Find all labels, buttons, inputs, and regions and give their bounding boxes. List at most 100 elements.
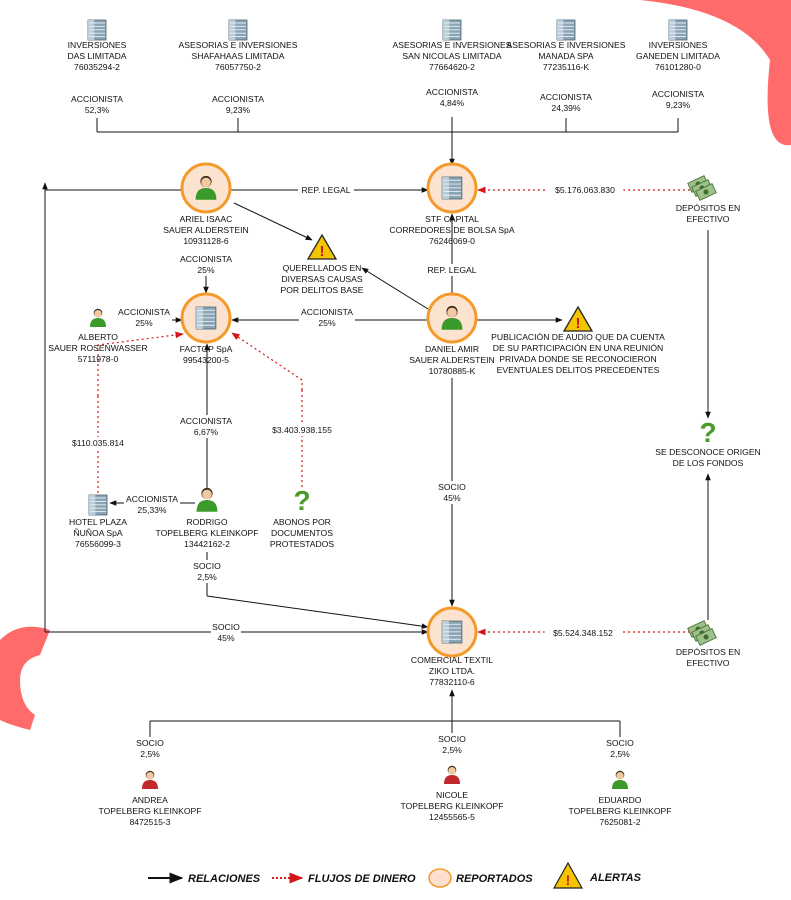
- person-icon: [441, 305, 463, 330]
- cash-icon: [687, 175, 717, 201]
- edge-label-text: 9,23%: [666, 100, 691, 110]
- node-label: 12455565-5: [429, 812, 475, 822]
- edge-label-text: 24,39%: [551, 103, 581, 113]
- node-label: SHAFAHAAS LIMITADA: [192, 51, 285, 61]
- legend: RELACIONES FLUJOS DE DINERO REPORTADOS !…: [148, 861, 642, 889]
- node-label: SE DESCONOCE ORIGEN: [655, 447, 761, 457]
- building-icon: [441, 176, 463, 200]
- person-icon: [90, 308, 106, 327]
- node-label: PUBLICACIÓN DE AUDIO QUE DA CUENTA: [491, 332, 665, 342]
- edge-label-rep-legal-daniel: REP. LEGAL: [424, 264, 480, 276]
- edge-label-text: 6,67%: [194, 427, 219, 437]
- node-label: ANDREA: [132, 795, 168, 805]
- edge-label-money-abonos: $3.403.938.155: [263, 424, 341, 436]
- node-label: 76246069-0: [429, 236, 475, 246]
- edge-label-text: SOCIO: [438, 482, 466, 492]
- legend-warning-icon: !: [552, 861, 584, 889]
- node-label: ÑUÑOA SpA: [73, 528, 122, 538]
- svg-text:!: !: [566, 872, 571, 888]
- svg-text:!: !: [320, 243, 325, 260]
- node-label: 10780885-K: [429, 366, 476, 376]
- edges: [42, 117, 711, 738]
- node-label: 10931128-6: [183, 236, 228, 246]
- node-label: 99543200-5: [183, 355, 229, 365]
- svg-text:?: ?: [293, 485, 310, 516]
- edge-label-money-dep2: $5.524.348.152: [544, 627, 622, 639]
- node-label: QUERELLADOS EN: [283, 263, 362, 273]
- edge-label-text: SOCIO: [606, 738, 634, 748]
- person-icon: [444, 765, 460, 784]
- warning-icon: !: [562, 305, 594, 332]
- edge-labels-layer: ACCIONISTA52,3%ACCIONISTA9,23%ACCIONISTA…: [64, 86, 706, 760]
- person-icon: [612, 770, 628, 789]
- legend-relations-label: RELACIONES: [188, 873, 261, 885]
- warning-icon: !: [306, 233, 338, 260]
- building-icon: [556, 19, 576, 41]
- node-label: FACTOP SpA: [180, 344, 233, 354]
- node-label: TOPELBERG KLEINKOPF: [569, 806, 672, 816]
- decor-shape-left: [0, 626, 50, 730]
- edge-label-text: ACCIONISTA: [180, 416, 232, 426]
- edge-label-text: 25,33%: [137, 505, 167, 515]
- node-label: RODRIGO: [186, 517, 227, 527]
- node-label: ARIEL ISAAC: [180, 214, 233, 224]
- edge-label-text: ACCIONISTA: [652, 89, 704, 99]
- node-label: STF CAPITAL: [425, 214, 479, 224]
- node-label: ASESORIAS E INVERSIONES: [507, 40, 626, 50]
- question-icon: ?: [699, 417, 716, 448]
- node-label: PRIVADA DONDE SE RECONOCIERON: [499, 354, 656, 364]
- node-label: DEPÓSITOS EN: [676, 203, 740, 213]
- building-icon: [441, 620, 463, 644]
- node-label: INVERSIONES: [68, 40, 127, 50]
- node-label: ASESORIAS E INVERSIONES: [393, 40, 512, 50]
- building-icon: [668, 19, 688, 41]
- node-label: PROTESTADOS: [270, 539, 335, 549]
- node-label: ASESORIAS E INVERSIONES: [179, 40, 298, 50]
- node-label: SAUER ALDERSTEIN: [409, 355, 494, 365]
- edge-label-text: SOCIO: [193, 561, 221, 571]
- edge-label-text: 2,5%: [610, 749, 630, 759]
- node-label: NICOLE: [436, 790, 468, 800]
- edge-label-text: 52,3%: [85, 105, 110, 115]
- node-label: DANIEL AMIR: [425, 344, 479, 354]
- edge-label-text: SOCIO: [212, 622, 240, 632]
- edge-label-text: REP. LEGAL: [427, 265, 476, 275]
- edge-label-text: SOCIO: [438, 734, 466, 744]
- edge-label-money-hotel: $110.035.814: [64, 437, 132, 449]
- node-label: DOCUMENTOS: [271, 528, 333, 538]
- node-label: TOPELBERG KLEINKOPF: [156, 528, 259, 538]
- node-label: MANADA SPA: [538, 51, 594, 61]
- svg-text:!: !: [576, 315, 581, 332]
- node-label: POR DELITOS BASE: [281, 285, 364, 295]
